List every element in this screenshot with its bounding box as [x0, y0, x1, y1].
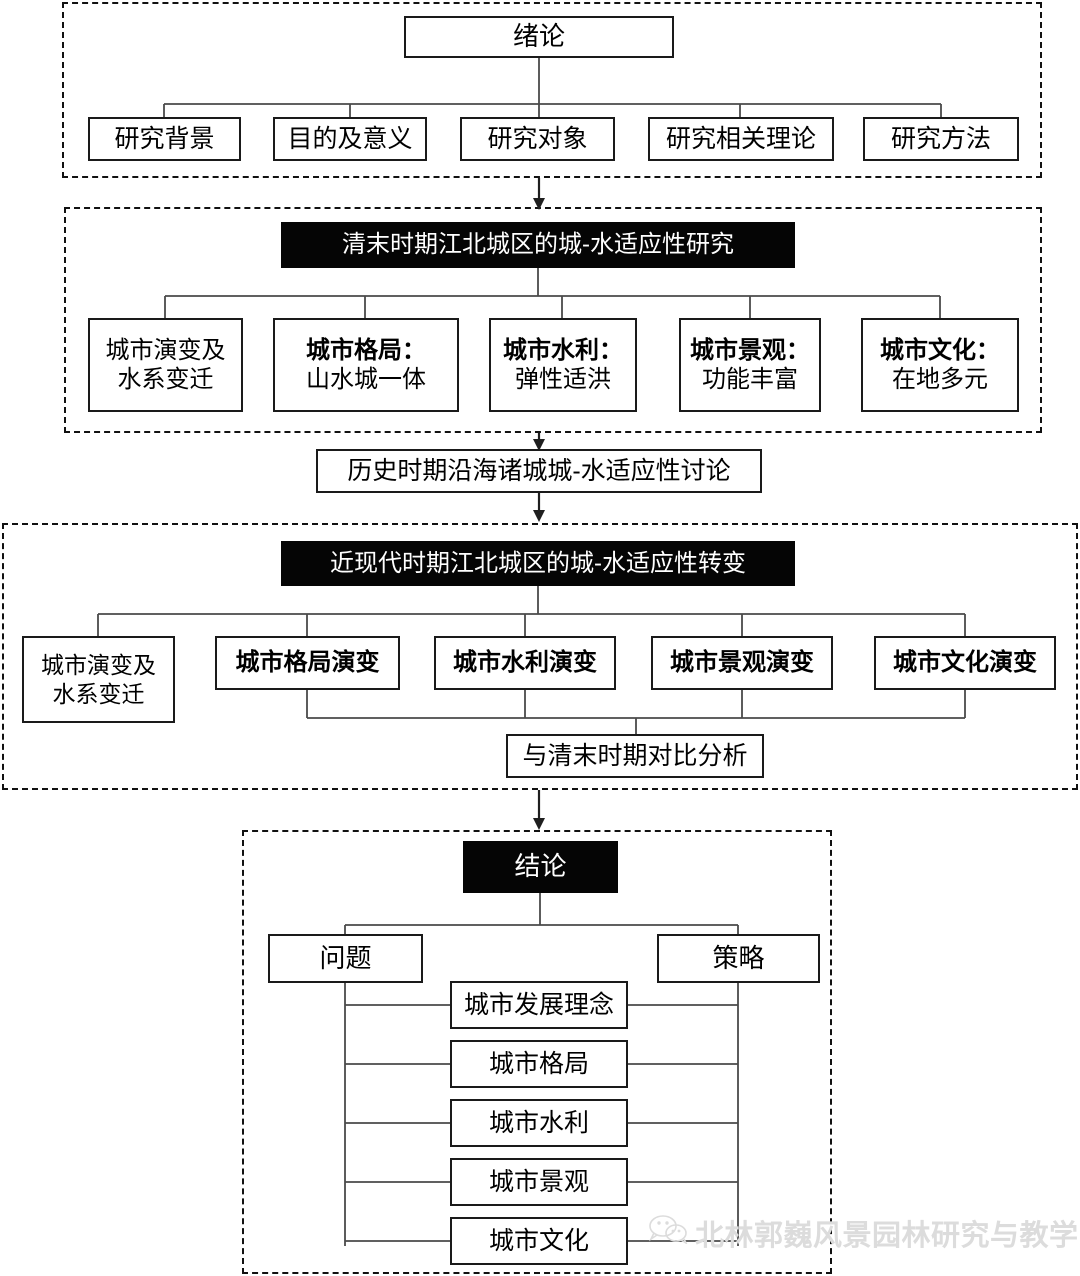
node-label-line1: 城市演变及 [105, 336, 226, 364]
node-label-line2: 水系变迁 [117, 366, 214, 393]
node-strategies[interactable]: 策略 [657, 934, 820, 983]
node-label-line1: 城市文化： [880, 336, 1000, 364]
node-label: 目的及意义 [287, 124, 413, 153]
node-coastal-cities-discussion[interactable]: 历史时期沿海诸城城-水适应性讨论 [316, 449, 762, 493]
node-lq-urban-pattern[interactable]: 城市格局： 山水城一体 [273, 318, 459, 412]
node-problems[interactable]: 问题 [268, 934, 423, 983]
node-research-method[interactable]: 研究方法 [863, 117, 1019, 161]
wechat-icon [648, 1214, 688, 1252]
node-topic-urban-development-concept[interactable]: 城市发展理念 [450, 981, 628, 1029]
node-label: 研究背景 [114, 124, 215, 153]
node-topic-urban-landscape[interactable]: 城市景观 [450, 1158, 628, 1206]
node-label-line2: 水系变迁 [52, 680, 145, 707]
watermark-text: 北林郭巍风景园林研究与教学 [695, 1220, 1079, 1252]
node-related-theory[interactable]: 研究相关理论 [648, 117, 834, 161]
group-introduction [62, 2, 1042, 178]
node-purpose-significance[interactable]: 目的及意义 [273, 117, 427, 161]
node-md-urban-pattern[interactable]: 城市格局演变 [215, 636, 400, 690]
node-label-line1: 城市水利： [503, 336, 623, 364]
node-lq-urban-evolution[interactable]: 城市演变及 水系变迁 [88, 318, 243, 412]
node-conclusion-root[interactable]: 结论 [463, 841, 618, 893]
node-label: 近现代时期江北城区的城-水适应性转变 [330, 549, 746, 577]
group-modern [2, 523, 1078, 790]
node-label-line2: 功能丰富 [702, 366, 798, 393]
node-label-line1: 城市格局： [306, 336, 426, 364]
node-introduction-root[interactable]: 绪论 [404, 16, 674, 58]
node-late-qing-root[interactable]: 清末时期江北城区的城-水适应性研究 [281, 222, 795, 268]
node-md-urban-culture[interactable]: 城市文化演变 [874, 636, 1056, 690]
node-modern-root[interactable]: 近现代时期江北城区的城-水适应性转变 [281, 541, 795, 586]
node-label-line2: 弹性适洪 [515, 366, 611, 393]
node-topic-urban-culture[interactable]: 城市文化 [450, 1217, 628, 1265]
node-label: 研究对象 [487, 124, 588, 153]
node-label: 结论 [514, 851, 567, 882]
node-label: 城市景观 [488, 1167, 589, 1196]
node-label: 城市文化演变 [893, 649, 1037, 677]
node-label: 城市景观演变 [670, 649, 814, 677]
node-md-urban-evolution[interactable]: 城市演变及 水系变迁 [22, 636, 175, 723]
node-label: 研究相关理论 [665, 124, 816, 153]
node-md-water-conservancy[interactable]: 城市水利演变 [434, 636, 616, 690]
node-label: 城市发展理念 [463, 990, 614, 1019]
node-label: 策略 [712, 942, 765, 973]
node-label: 城市格局 [488, 1049, 589, 1078]
node-label: 城市文化 [488, 1226, 589, 1255]
node-label: 清末时期江北城区的城-水适应性研究 [342, 231, 734, 259]
node-label: 问题 [319, 942, 372, 973]
node-label: 城市格局演变 [235, 649, 380, 677]
node-md-urban-landscape[interactable]: 城市景观演变 [651, 636, 833, 690]
node-label: 城市水利演变 [453, 649, 597, 677]
node-label-line2: 山水城一体 [306, 366, 426, 393]
node-research-background[interactable]: 研究背景 [88, 117, 241, 161]
node-label-line1: 城市演变及 [41, 652, 156, 679]
node-lq-urban-landscape[interactable]: 城市景观： 功能丰富 [679, 318, 821, 412]
watermark: 北林郭巍风景园林研究与教学 [648, 1212, 1079, 1254]
node-label: 与清末时期对比分析 [522, 741, 748, 770]
node-label: 城市水利 [488, 1108, 589, 1137]
node-lq-urban-culture[interactable]: 城市文化： 在地多元 [861, 318, 1019, 412]
group-conclusion [242, 830, 832, 1274]
node-research-object[interactable]: 研究对象 [460, 117, 615, 161]
node-topic-urban-pattern[interactable]: 城市格局 [450, 1040, 628, 1088]
node-label: 绪论 [512, 21, 565, 52]
node-lq-water-conservancy[interactable]: 城市水利： 弹性适洪 [489, 318, 637, 412]
node-label-line1: 城市景观： [690, 336, 810, 364]
node-topic-water-conservancy[interactable]: 城市水利 [450, 1099, 628, 1147]
node-label: 历史时期沿海诸城城-水适应性讨论 [347, 456, 731, 485]
group-late-qing [64, 207, 1042, 433]
node-label-line2: 在地多元 [892, 366, 988, 393]
node-label: 研究方法 [890, 124, 991, 153]
node-comparison-analysis[interactable]: 与清末时期对比分析 [506, 734, 764, 778]
